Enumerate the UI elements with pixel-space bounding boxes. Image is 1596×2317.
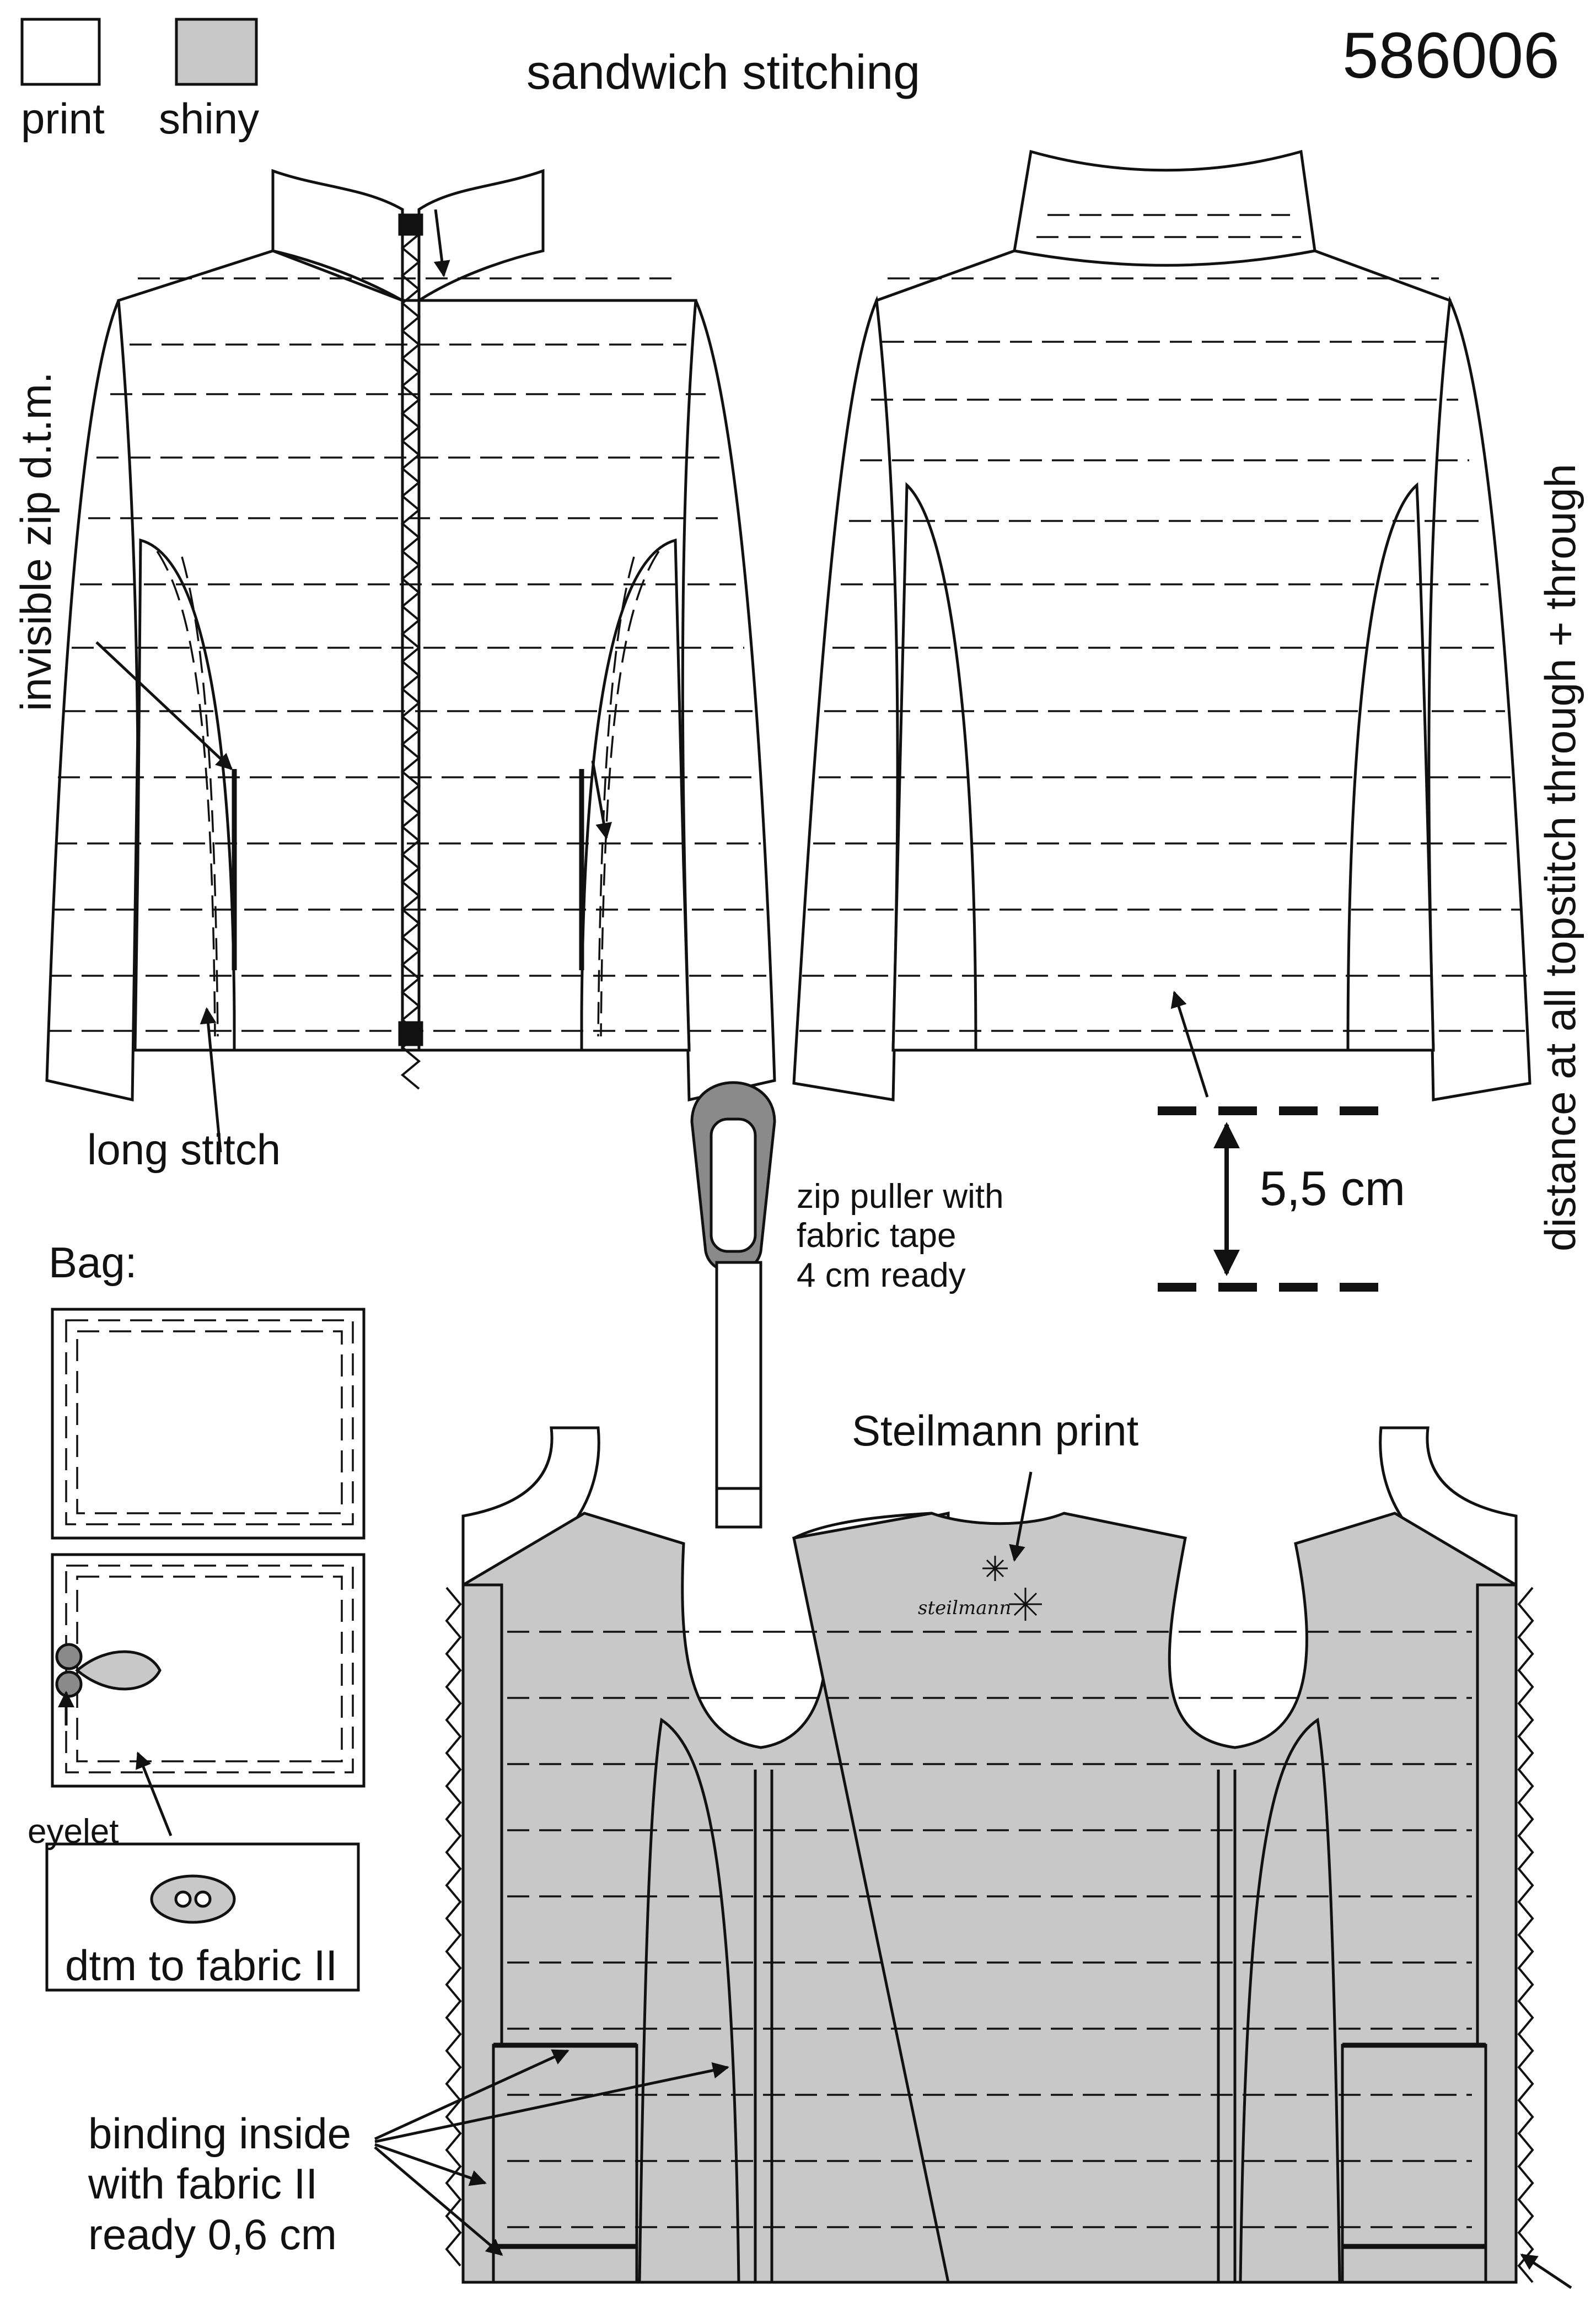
front-right-sleeve — [674, 299, 776, 1102]
measurement-label: 5,5 cm — [1260, 1161, 1406, 1216]
topstitch-distance-label: distance at all topstitch through + thro… — [1536, 464, 1584, 1251]
back-collar — [1013, 149, 1316, 267]
inside-right-facing — [1476, 1583, 1518, 2284]
front-quilting-lines — [50, 277, 766, 1032]
bag-eyelet-top — [55, 1643, 83, 1670]
bag-eyelet-bottom — [55, 1670, 83, 1698]
legend-print-swatch — [20, 18, 101, 86]
invisible-zip-label: invisible zip d.t.m. — [12, 372, 60, 711]
bag-front — [51, 1308, 366, 1540]
legend-print-label: print — [21, 94, 105, 143]
style-number: 586006 — [1342, 19, 1560, 92]
page-title: sandwich stitching — [526, 45, 921, 99]
binding-label: binding inside with fabric II ready 0,6 … — [88, 2109, 352, 2259]
zip-puller-label: zip puller with fabric tape 4 cm ready — [797, 1178, 1004, 1294]
jacket-inside-view — [445, 1426, 1534, 2284]
inside-neckline — [793, 1512, 932, 1540]
jacket-front-view — [45, 169, 776, 1102]
toggle-detail — [150, 1874, 236, 1924]
steilmann-print-mark — [982, 1556, 1042, 1621]
steilmann-brand-mark: steilmann — [918, 1597, 1012, 1619]
front-zip-teeth — [400, 219, 421, 1090]
front-zip-bottom-stop — [398, 1021, 423, 1046]
bag-toggle — [75, 1650, 162, 1691]
steilmann-print-label: Steilmann print — [852, 1406, 1139, 1455]
front-side-panel-stitching — [156, 551, 660, 1037]
measurement-indicator — [1158, 1106, 1389, 1292]
legend — [20, 18, 258, 86]
inside-quilting-lines — [507, 1631, 1472, 2228]
bag-label: Bag: — [49, 1238, 137, 1287]
long-stitch-label: long stitch — [87, 1125, 281, 1174]
annotation-arrows — [58, 209, 1572, 2289]
back-quilting-lines — [799, 214, 1530, 1032]
bag-illustration — [45, 1308, 366, 1992]
legend-shiny-swatch — [175, 18, 258, 86]
dtm-fabric-label: dtm to fabric II — [65, 1941, 338, 1990]
front-zip-top-stop — [398, 213, 423, 236]
jacket-back-view — [792, 149, 1531, 1101]
legend-shiny-label: shiny — [159, 94, 260, 143]
eyelet-label: eyelet — [28, 1813, 119, 1851]
zip-puller-illustration — [690, 1081, 776, 1529]
